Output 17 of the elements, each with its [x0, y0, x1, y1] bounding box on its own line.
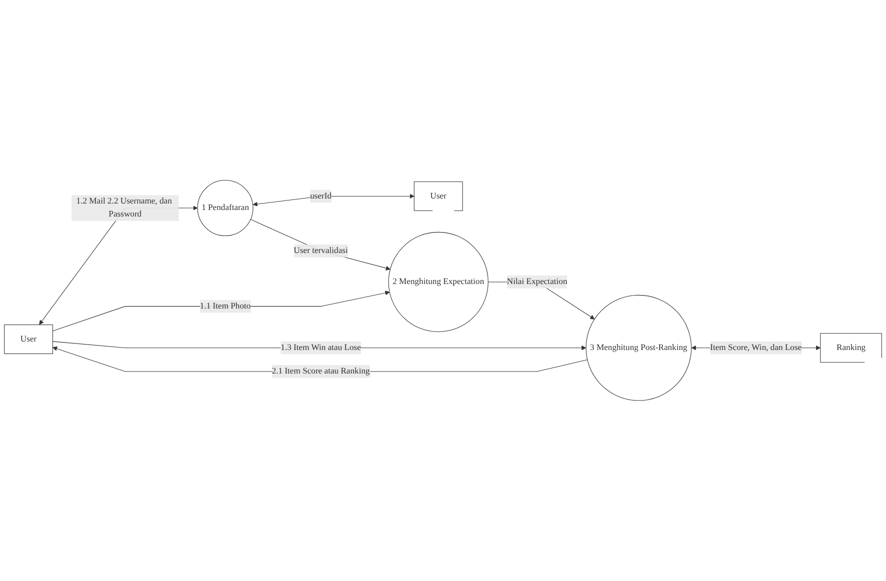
- edge-label: Item Score, Win, dan Lose: [710, 343, 802, 352]
- edge-label: Nilai Expectation: [506, 277, 568, 286]
- node-box: User: [4, 324, 53, 354]
- arrow: [52, 290, 390, 332]
- node-circle: 2 Menghitung Expectation: [388, 232, 488, 332]
- arrow: [250, 219, 390, 271]
- edge-label: 2.1 Item Score atau Ranking: [272, 366, 370, 376]
- node-box: User: [414, 182, 463, 212]
- edge-label: 1.1 Item Photo: [200, 302, 251, 311]
- node-box: Ranking: [820, 333, 882, 363]
- edge-label: User tervalidasi: [294, 246, 348, 256]
- node-circle: 1 Pendaftaran: [197, 180, 254, 236]
- edge-label: 1.3 Item Win atau Lose: [280, 343, 361, 352]
- edge-label: userId: [310, 191, 332, 201]
- arrow: [252, 194, 414, 206]
- edge-label: 1.2 Mail 2.2 Username, dan Password: [76, 196, 172, 219]
- node-circle: 3 Menghitung Post-Ranking: [586, 295, 692, 401]
